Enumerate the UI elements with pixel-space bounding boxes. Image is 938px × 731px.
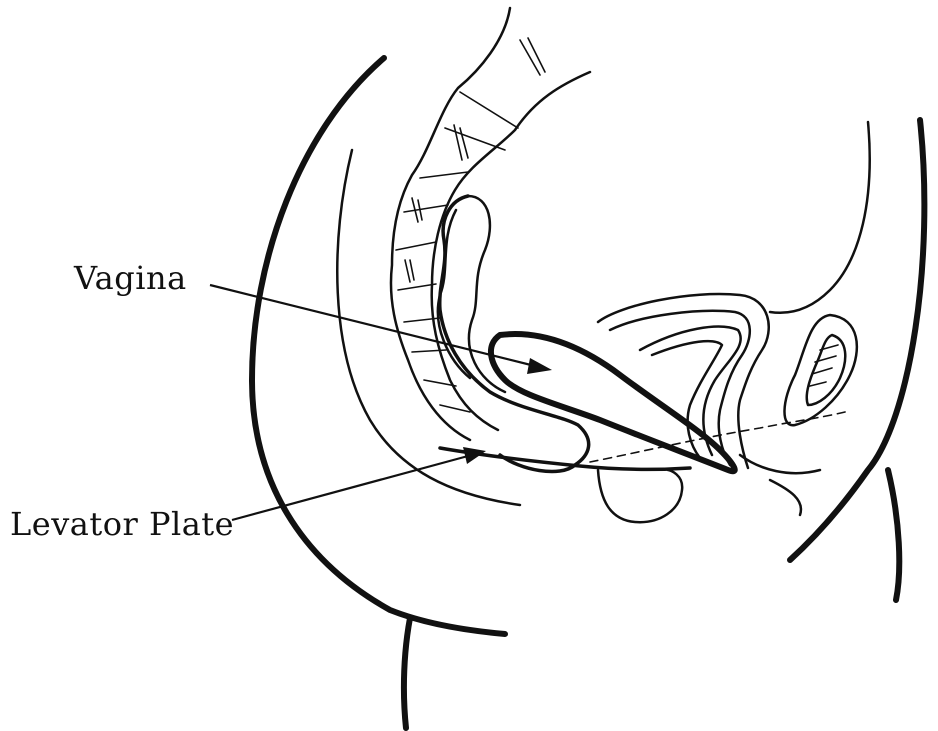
perineum-contour <box>740 455 820 473</box>
pubic-bone-shading <box>810 345 838 386</box>
vagina-outline <box>491 334 735 471</box>
outer-body-contour <box>252 58 505 634</box>
anterior-thigh-contour <box>888 470 899 600</box>
rectum-outer-wall <box>468 196 505 392</box>
pubic-bone-outer <box>784 315 856 425</box>
thigh-contour <box>404 618 410 728</box>
peritoneal-outline <box>337 150 520 505</box>
vulva-contour <box>770 480 801 515</box>
levator-plate-label: Levator Plate <box>10 508 234 540</box>
sacrum-anterior-edge <box>432 72 590 430</box>
abdominal-cavity-outline <box>770 122 870 313</box>
vagina-label: Vagina <box>74 262 187 294</box>
perineal-body <box>598 470 682 522</box>
vagina-pointer-arrow <box>210 285 552 374</box>
